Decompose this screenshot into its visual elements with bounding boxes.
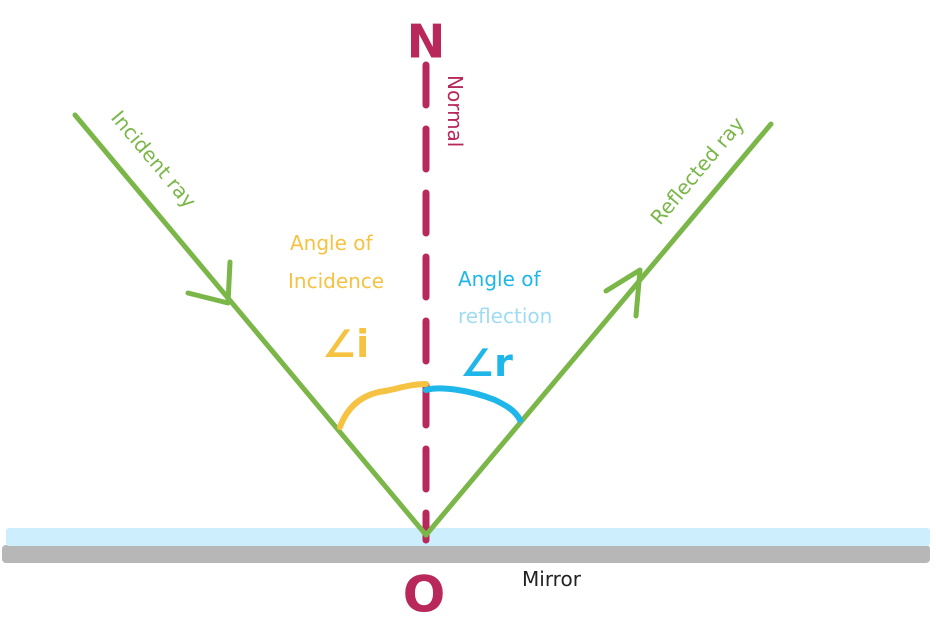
angle-of-incidence-symbol: ∠i <box>322 322 369 366</box>
normal-top-letter: N <box>407 15 446 69</box>
point-of-incidence-label: O <box>403 566 446 621</box>
angle-of-reflection-arc <box>423 385 523 423</box>
incident-ray-line <box>72 112 429 538</box>
mirror-label: Mirror <box>522 567 582 591</box>
reflected-ray-line <box>423 121 774 538</box>
reflected-arrowhead <box>603 267 643 319</box>
mirror-back <box>2 545 930 563</box>
angle-of-incidence-label-line2: Incidence <box>288 269 384 293</box>
angle-of-incidence-label-line1: Angle of <box>290 231 374 255</box>
incident-ray-label: Incident ray <box>106 106 201 213</box>
normal-label: Normal <box>443 75 467 147</box>
angle-of-reflection-label-line2: reflection <box>458 304 552 328</box>
angle-of-incidence-arc <box>337 381 429 430</box>
angle-of-reflection-label-line1: Angle of <box>458 267 542 291</box>
angle-of-reflection-symbol: ∠r <box>460 341 513 385</box>
mirror-surface <box>6 528 930 546</box>
incident-arrowhead <box>185 259 233 306</box>
